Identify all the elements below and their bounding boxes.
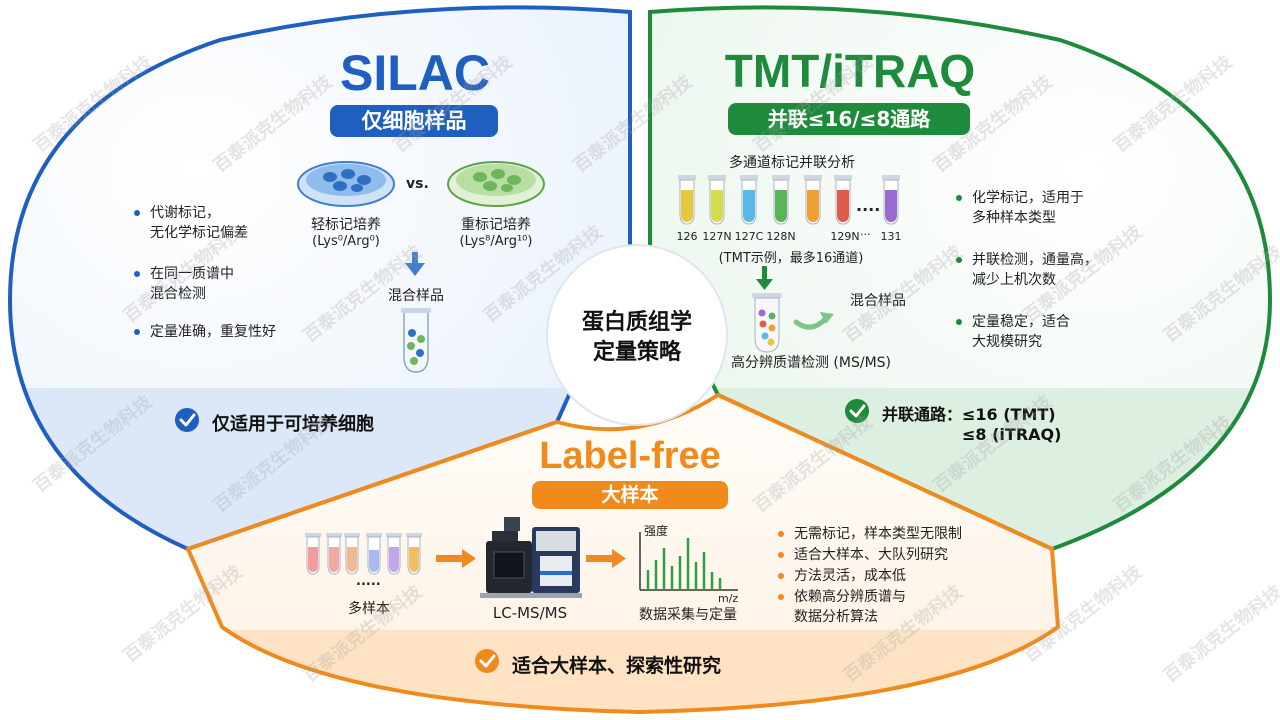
tmt-bullet: 并联检测，通量高，减少上机次数 xyxy=(956,250,1098,290)
labelfree-bullet: 方法灵活，成本低 xyxy=(778,566,906,586)
tmt-mix-tube xyxy=(752,293,782,353)
spectrum-data-label: 数据采集与定量 xyxy=(639,607,737,623)
tmt-tube-label: 131 xyxy=(880,230,902,243)
labelfree-arrow-2 xyxy=(586,549,626,568)
tmt-down-arrow xyxy=(756,266,773,290)
spectrum-x-axis-label: m/z xyxy=(718,592,739,605)
light-culture-isotope: (Lys⁰/Arg⁰) xyxy=(312,234,380,249)
tmt-tube-rack xyxy=(678,175,900,225)
silac-down-arrow xyxy=(405,252,425,276)
center-circle xyxy=(546,244,728,426)
tmt-footer-line1: 并联通路：≤16 (TMT) xyxy=(882,405,1056,424)
center-title-line1: 蛋白质组学 xyxy=(581,310,692,335)
labelfree-badge-bg xyxy=(532,481,728,509)
tmt-footer-line2: ≤8 (iTRAQ) xyxy=(962,425,1062,444)
tmt-curved-arrow xyxy=(793,315,829,330)
silac-badge-bg xyxy=(330,105,498,137)
labelfree-bullet: 适合大样本、大队列研究 xyxy=(778,545,948,565)
tmt-title: TMT/iTRAQ xyxy=(724,45,976,97)
tmt-check-icon xyxy=(845,399,869,423)
labelfree-title: Label-free xyxy=(539,435,721,477)
silac-bullet: 代谢标记，无化学标记偏差 xyxy=(134,203,248,243)
lc-ms-instrument xyxy=(480,517,582,598)
silac-check-icon xyxy=(175,408,199,432)
silac-bullet: 定量准确，重复性好 xyxy=(134,322,276,342)
silac-title: SILAC xyxy=(340,45,490,101)
silac-footer-text: 仅适用于可培养细胞 xyxy=(212,414,374,435)
heavy-culture-isotope: (Lys⁸/Arg¹⁰) xyxy=(459,234,533,249)
labelfree-multi-sample-label: 多样本 xyxy=(348,601,390,617)
tmt-ellipsis: .... xyxy=(856,196,881,215)
tmt-tube-label: 127N xyxy=(702,230,732,243)
labelfree-badge: 大样本 xyxy=(601,484,659,506)
ms-spectrum xyxy=(639,532,738,591)
tmt-tube-ellipsis-small: ··· xyxy=(860,228,871,241)
tmt-mix-label: 混合样品 xyxy=(850,293,906,309)
tmt-tube-label: 126 xyxy=(676,230,698,243)
labelfree-tube-ellipsis: ..... xyxy=(356,574,381,589)
tmt-ms-label: 高分辨质谱检测 (MS/MS) xyxy=(730,355,892,371)
tmt-tube-label: 128N xyxy=(766,230,796,243)
labelfree-tube-rack xyxy=(305,533,422,575)
tmt-tube xyxy=(708,175,726,225)
tmt-multichannel-label: 多通道标记并联分析 xyxy=(729,155,855,171)
labelfree-bullet: 无需标记，样本类型无限制 xyxy=(778,524,962,544)
silac-mix-tube xyxy=(401,308,431,373)
silac-vs-label: vs. xyxy=(406,176,429,192)
tmt-tube xyxy=(740,175,758,225)
spectrum-y-axis-label: 强度 xyxy=(644,524,669,538)
tmt-badge-bg xyxy=(728,103,970,135)
light-petri-dish xyxy=(297,161,395,207)
silac-badge: 仅细胞样品 xyxy=(361,109,467,133)
tmt-tube-label: 129N xyxy=(830,230,860,243)
tmt-tube xyxy=(772,175,790,225)
light-culture-label: 轻标记培养 xyxy=(311,217,381,233)
tmt-tube xyxy=(834,175,852,225)
lc-ms-label: LC-MS/MS xyxy=(492,604,568,622)
tmt-tube xyxy=(804,175,822,225)
silac-bullet: 在同一质谱中混合检测 xyxy=(134,264,234,304)
tmt-bullet: 化学标记，适用于多种样本类型 xyxy=(956,188,1084,228)
tmt-tube xyxy=(678,175,696,225)
labelfree-check-icon xyxy=(475,649,499,673)
tmt-tube-label: 127C xyxy=(734,230,764,243)
tmt-bullet: 定量稳定，适合大规模研究 xyxy=(956,312,1070,352)
center-title: 蛋白质组学 定量策略 xyxy=(547,308,727,368)
heavy-culture-label: 重标记培养 xyxy=(461,217,531,233)
labelfree-footer-text: 适合大样本、探索性研究 xyxy=(512,655,722,677)
silac-mix-label: 混合样品 xyxy=(388,288,444,304)
labelfree-bullet: 依赖高分辨质谱与数据分析算法 xyxy=(778,587,906,627)
tmt-example-note: (TMT示例，最多16通道) xyxy=(718,251,864,266)
tmt-tube xyxy=(882,175,900,225)
center-title-line2: 定量策略 xyxy=(592,340,681,365)
heavy-petri-dish xyxy=(447,161,545,207)
tmt-badge: 并联≤16/≤8通路 xyxy=(767,107,931,131)
labelfree-arrow-1 xyxy=(436,549,476,568)
